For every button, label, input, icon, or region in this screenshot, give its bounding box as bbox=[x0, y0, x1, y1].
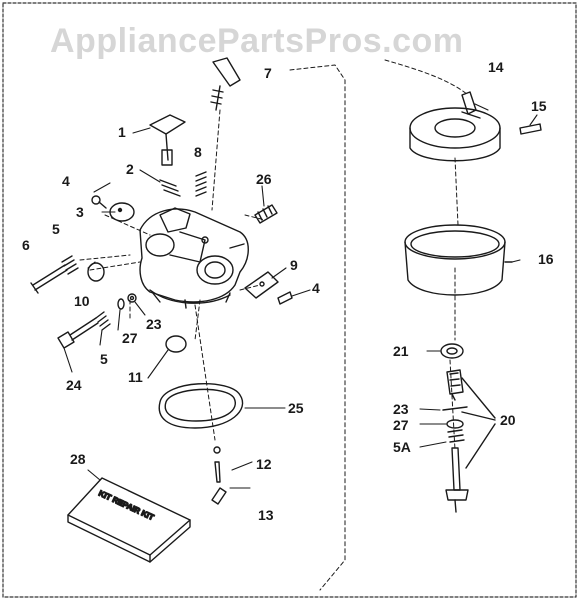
part-5A-spring bbox=[447, 429, 465, 443]
callout-2: 2 bbox=[126, 161, 134, 177]
assembly-lines bbox=[79, 59, 469, 591]
callout-11: 11 bbox=[128, 369, 143, 385]
part-15-float-pin bbox=[519, 123, 542, 135]
callout-12: 12 bbox=[256, 456, 272, 472]
callout-3: 3 bbox=[76, 204, 84, 220]
leader-lines bbox=[63, 103, 538, 489]
kit-box-label: KIT REPAIR KIT bbox=[97, 489, 155, 522]
callout-26: 26 bbox=[256, 171, 272, 187]
part-4-screw-right bbox=[277, 291, 293, 305]
part-21-washer bbox=[440, 343, 464, 359]
part-25-gasket bbox=[158, 382, 244, 429]
part-13-clip bbox=[211, 487, 227, 505]
callout-13: 13 bbox=[258, 507, 274, 523]
part-5-spring-upper bbox=[61, 255, 79, 275]
callout-1: 1 bbox=[118, 124, 126, 140]
callout-27-left: 27 bbox=[122, 330, 138, 346]
part-4-screw-upper bbox=[91, 195, 107, 209]
main-jet-needle bbox=[445, 447, 469, 513]
part-20-bowl-nut bbox=[446, 369, 496, 469]
part-14-float bbox=[409, 91, 501, 162]
callout-7: 7 bbox=[264, 65, 272, 81]
callout-5-lower: 5 bbox=[100, 351, 108, 367]
callout-9: 9 bbox=[290, 257, 298, 273]
part-27-washer-left bbox=[117, 298, 125, 310]
part-11-oring bbox=[165, 335, 187, 353]
part-1-throttle-bracket bbox=[149, 114, 186, 166]
part-26-screw bbox=[254, 204, 278, 224]
part-23-washer-left bbox=[127, 293, 137, 303]
callout-4-right: 4 bbox=[312, 280, 320, 296]
callout-21: 21 bbox=[393, 343, 409, 359]
callout-6: 6 bbox=[22, 237, 30, 253]
part-5-spring-lower bbox=[95, 311, 111, 331]
callout-20: 20 bbox=[500, 412, 516, 428]
part-23-gasket-right bbox=[442, 406, 468, 411]
part-9-plate bbox=[244, 271, 279, 299]
part-6-screw bbox=[30, 264, 68, 294]
callout-23-left: 23 bbox=[146, 316, 162, 332]
part-10-seal bbox=[87, 262, 105, 282]
callout-4-upper: 4 bbox=[62, 173, 70, 189]
callout-24: 24 bbox=[66, 377, 82, 393]
callout-16: 16 bbox=[538, 251, 554, 267]
part-16-float-bowl bbox=[404, 224, 513, 296]
callout-28: 28 bbox=[70, 451, 86, 467]
callout-5A: 5A bbox=[393, 439, 411, 455]
part-8-spring bbox=[195, 171, 207, 197]
callout-8: 8 bbox=[194, 144, 202, 160]
site-watermark: AppliancePartsPros.com bbox=[50, 22, 464, 60]
callout-15: 15 bbox=[531, 98, 547, 114]
callout-25: 25 bbox=[288, 400, 304, 416]
part-2-spring bbox=[159, 179, 181, 197]
part-24-needle-screw bbox=[57, 317, 99, 349]
callout-23-right: 23 bbox=[393, 401, 409, 417]
callout-10: 10 bbox=[74, 293, 90, 309]
callout-14: 14 bbox=[488, 59, 504, 75]
part-12-pin bbox=[213, 446, 221, 483]
part-7-choke-shaft bbox=[210, 57, 241, 111]
part-28-kit-box bbox=[67, 477, 191, 563]
callout-5-upper: 5 bbox=[52, 221, 60, 237]
carburetor-body bbox=[139, 207, 249, 309]
callout-27-right: 27 bbox=[393, 417, 409, 433]
part-27-washer-right bbox=[446, 419, 464, 429]
